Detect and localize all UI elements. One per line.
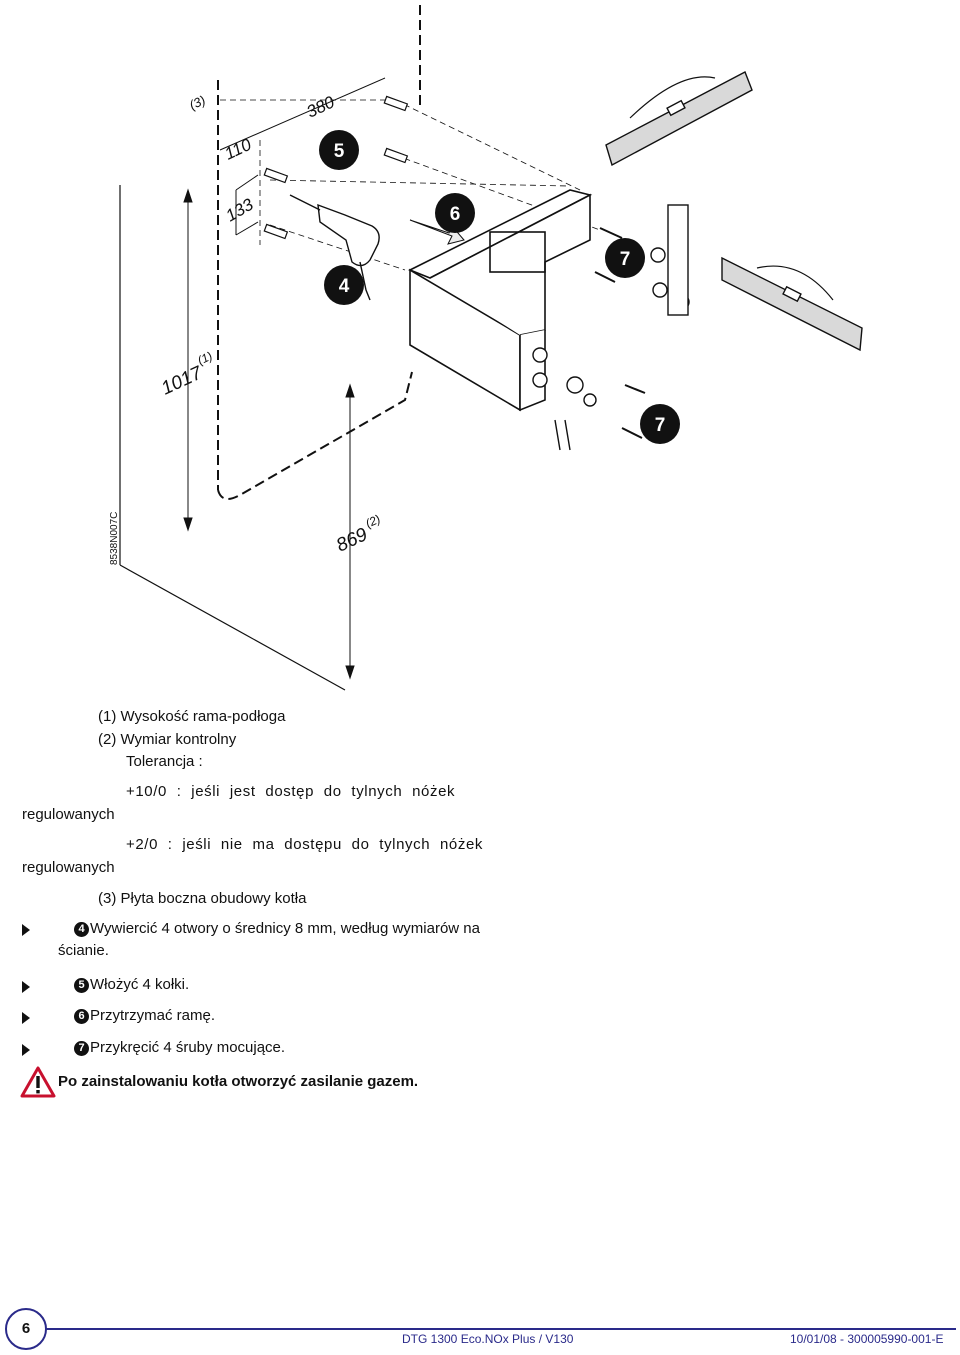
dimension-110: 110 xyxy=(222,135,255,164)
tolerance-2-cont: regulowanych xyxy=(22,859,115,876)
dimension-380: 380 xyxy=(304,92,338,121)
warning-icon xyxy=(20,1066,56,1098)
step-7-number: 7 xyxy=(74,1041,89,1056)
step-5-label: Włożyć 4 kołki. xyxy=(90,976,190,993)
dowels xyxy=(263,95,409,240)
dimension-1017: 1017 xyxy=(158,362,206,400)
bullet-arrow-icon xyxy=(22,924,30,936)
spirit-level-top xyxy=(605,71,753,167)
installation-diagram: 5 4 6 7 7 380 110 133 1017 (1) 869 (2) (… xyxy=(109,5,863,691)
step-4-marker: 4 xyxy=(339,276,350,297)
side-panel-outline xyxy=(217,5,421,500)
tolerance-label: Tolerancja : xyxy=(126,753,203,770)
bullet-arrow-icon xyxy=(22,1012,30,1024)
wall-lines xyxy=(119,185,346,691)
step-6-label: Przytrzymać ramę. xyxy=(90,1007,216,1024)
footer-product: DTG 1300 Eco.NOx Plus / V130 xyxy=(402,1332,574,1346)
tolerance-2: +2/0 : jeśli nie ma dostępu do tylnych n… xyxy=(126,836,483,853)
step-7-label: Przykręcić 4 śruby mocujące. xyxy=(90,1039,286,1056)
step-6-number: 6 xyxy=(74,1009,89,1024)
step-5-number: 5 xyxy=(74,978,89,993)
figure-code: 8538N007C xyxy=(109,512,120,565)
step-4-number: 4 xyxy=(74,922,89,937)
spirit-level-bottom xyxy=(721,256,863,352)
step-7-marker-top: 7 xyxy=(620,249,631,270)
note-2: (2) Wymiar kontrolny xyxy=(98,731,237,748)
drill-icon xyxy=(289,194,380,301)
tolerance-1: +10/0 : jeśli jest dostęp do tylnych nóż… xyxy=(126,783,456,800)
bullet-arrow-icon xyxy=(22,1044,30,1056)
step-4-cont: ścianie. xyxy=(58,942,109,959)
dimension-133: 133 xyxy=(223,195,258,226)
dimension-lines xyxy=(183,77,386,680)
page-number: 6 xyxy=(5,1308,47,1350)
dimension-869: 869 xyxy=(333,524,371,557)
note-1: (1) Wysokość rama-podłoga xyxy=(98,708,286,725)
valves xyxy=(532,204,690,451)
tolerance-1-cont: regulowanych xyxy=(22,806,115,823)
boiler-frame xyxy=(408,189,593,412)
step-markers xyxy=(319,130,680,444)
step-7-marker-bottom: 7 xyxy=(655,415,666,436)
step-4-label: Wywiercić 4 otwory o średnicy 8 mm, wedł… xyxy=(90,920,480,937)
footer-reference: 10/01/08 - 300005990-001-E xyxy=(790,1332,944,1346)
dimension-1017-note: (1) xyxy=(195,349,214,368)
step-6-marker: 6 xyxy=(450,204,461,225)
dimension-869-note: (2) xyxy=(363,512,382,531)
bullet-arrow-icon xyxy=(22,981,30,993)
fixing-screws xyxy=(594,227,646,439)
side-panel-label: (3) xyxy=(187,92,208,112)
warning-text: Po zainstalowaniu kotła otworzyć zasilan… xyxy=(58,1073,419,1090)
footer-rule xyxy=(44,1328,956,1330)
note-3: (3) Płyta boczna obudowy kotła xyxy=(98,890,307,907)
step-5-marker: 5 xyxy=(334,141,345,162)
